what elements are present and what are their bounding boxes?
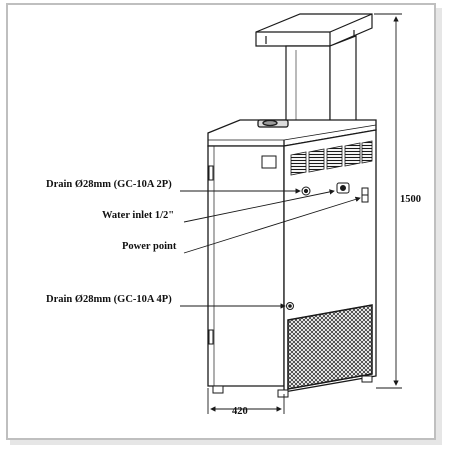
hinge-top (208, 165, 214, 181)
foot-front (277, 389, 289, 398)
chimney-duct (285, 35, 357, 131)
duct-side (329, 35, 357, 131)
grille-frame (287, 304, 373, 390)
left-face-details (208, 155, 277, 345)
hinge-bottom (208, 329, 214, 345)
sight-window (261, 155, 277, 169)
label-drain-top: Drain Ø28mm (GC-10A 2P) (46, 179, 172, 190)
cabinet-left-face (207, 145, 285, 387)
vent-5 (361, 140, 373, 164)
foot-right (361, 375, 373, 383)
vent-4 (344, 142, 361, 167)
label-water-inlet: Water inlet 1/2" (102, 210, 174, 221)
top-fitting-port (262, 119, 278, 127)
drain-top-fitting-core (303, 188, 309, 194)
water-inlet-core (340, 185, 346, 191)
hood-cap (255, 13, 373, 47)
feet (212, 375, 373, 398)
leader-power-point (183, 196, 361, 254)
label-drain-bottom: Drain Ø28mm (GC-10A 4P) (46, 294, 172, 305)
lid-line-2 (283, 124, 377, 141)
vent-2 (308, 148, 325, 173)
label-power-point: Power point (122, 241, 177, 252)
frame-shadow-bottom (10, 440, 442, 445)
dimension-width-label: 420 (232, 406, 248, 417)
vent-1 (290, 151, 307, 176)
leader-water-inlet (183, 189, 335, 223)
upper-vents (290, 140, 373, 176)
frame-border (6, 3, 436, 440)
right-face-fittings (286, 182, 369, 310)
frame-shadow-right (436, 8, 442, 444)
condenser-grille (287, 304, 373, 390)
dimension-height-label: 1500 (400, 194, 421, 205)
duct-front (285, 45, 331, 131)
drain-bottom-fitting-core (288, 304, 292, 308)
dimension-lines (207, 13, 402, 414)
foot-left (212, 385, 224, 394)
top-hood (255, 13, 373, 47)
hood-cap-edge-2 (329, 13, 373, 33)
leader-lines (180, 188, 361, 309)
vent-3 (326, 145, 343, 170)
